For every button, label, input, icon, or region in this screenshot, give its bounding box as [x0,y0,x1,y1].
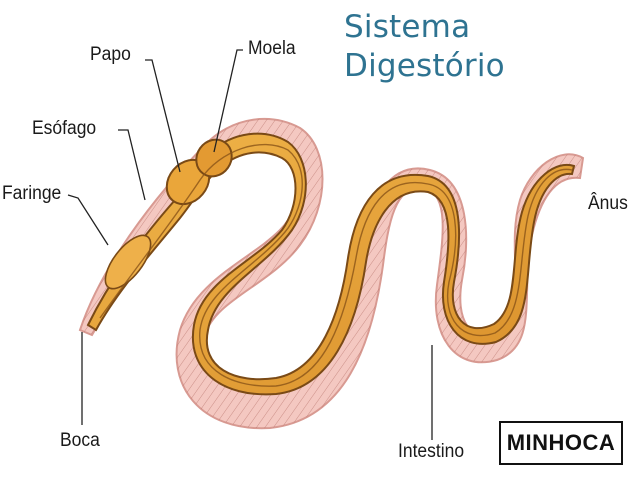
diagram-title: Sistema Digestório [344,8,505,86]
label-boca: Boca [60,430,100,451]
label-intestino: Intestino [398,441,465,462]
label-esofago: Esófago [32,118,97,139]
leader-faringe [67,194,109,246]
organism-badge: MINHOCA [499,421,623,465]
leader-esofago [118,129,146,201]
label-moela: Moela [248,38,296,59]
leader-moela [213,49,243,153]
label-faringe: Faringe [2,183,62,204]
title-line-1: Sistema [344,9,471,45]
leader-lines [67,49,433,440]
label-papo: Papo [90,44,131,65]
leader-papo [145,59,181,173]
label-anus: Ânus [588,193,628,214]
title-line-2: Digestório [344,48,505,84]
worm-body [78,117,585,430]
digestive-tract [86,132,576,396]
